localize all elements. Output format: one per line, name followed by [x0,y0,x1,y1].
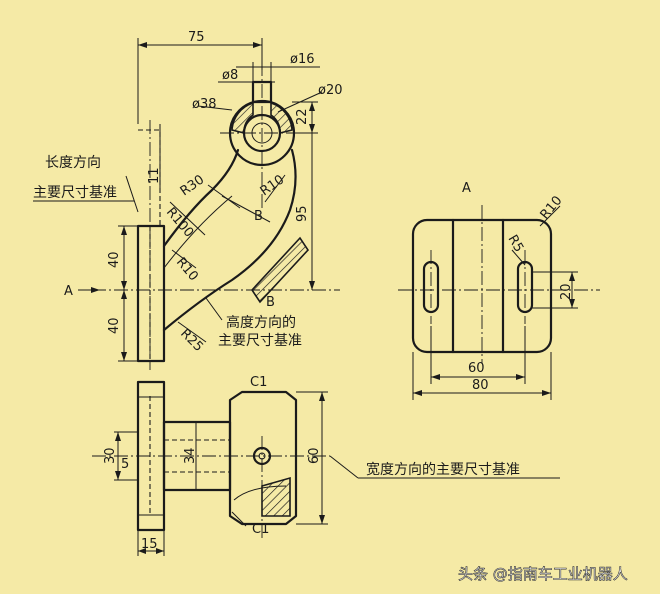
dim-view-a-r5: R5 [505,233,527,255]
view-a: A R10 R5 20 60 80 [398,181,600,400]
section-b-label-2: B [266,295,275,310]
dim-95: 95 [295,205,310,222]
dim-view-a-80: 80 [472,378,489,393]
dim-75: 75 [188,30,205,45]
dim-40-upper: 40 [107,251,122,268]
dim-top-15: 15 [141,537,158,552]
dim-r25: R25 [177,326,206,355]
arm-upper-edge [162,148,240,248]
height-datum-label-2: 主要尺寸基准 [218,332,302,349]
top-view-section [261,476,291,517]
dim-22: 22 [295,108,310,125]
dim-c1-bottom: C1 [252,522,269,537]
dim-top-34: 34 [183,447,198,464]
dim-dia16: ø16 [290,52,315,67]
dim-top-5: 5 [121,457,129,472]
dim-top-60: 60 [307,447,322,464]
length-datum-label-1: 长度方向 [45,155,101,171]
front-view: B B 75 ø16 ø8 ø20 ø38 22 95 11 R30 [33,30,343,370]
dim-c1-top: C1 [250,375,267,390]
rib-section [250,236,310,304]
view-a-title: A [462,181,471,196]
height-datum-label-1: 高度方向的 [226,314,296,331]
dim-r10-b: R10 [173,255,201,284]
dim-dia38: ø38 [192,97,217,112]
dim-dia8: ø8 [222,68,238,83]
dim-view-a-60: 60 [468,361,485,376]
width-datum-label: 宽度方向的主要尺寸基准 [366,461,520,478]
base-plate [136,224,166,363]
dim-11: 11 [147,167,162,184]
arm-inner-line [163,195,233,269]
section-b-label-1: B [254,209,263,224]
top-view: C1 C1 30 5 34 60 宽度方向的主要尺寸基准 15 [92,375,560,556]
arm-lower-edge [162,148,297,332]
watermark-text: 头条 @指南车工业机器人 [458,565,628,583]
dim-top-30: 30 [103,447,118,464]
boss-section-left [231,101,254,135]
dim-view-a-r10: R10 [538,193,566,222]
view-a-outline [411,218,553,354]
dim-r30: R30 [178,172,208,199]
dim-view-a-20: 20 [559,283,574,300]
boss-section-right [270,101,293,135]
dim-40-lower: 40 [107,317,122,334]
dim-dia20: ø20 [318,83,343,98]
view-a-arrow-label: A [64,284,73,299]
length-datum-label-2: 主要尺寸基准 [33,184,117,201]
